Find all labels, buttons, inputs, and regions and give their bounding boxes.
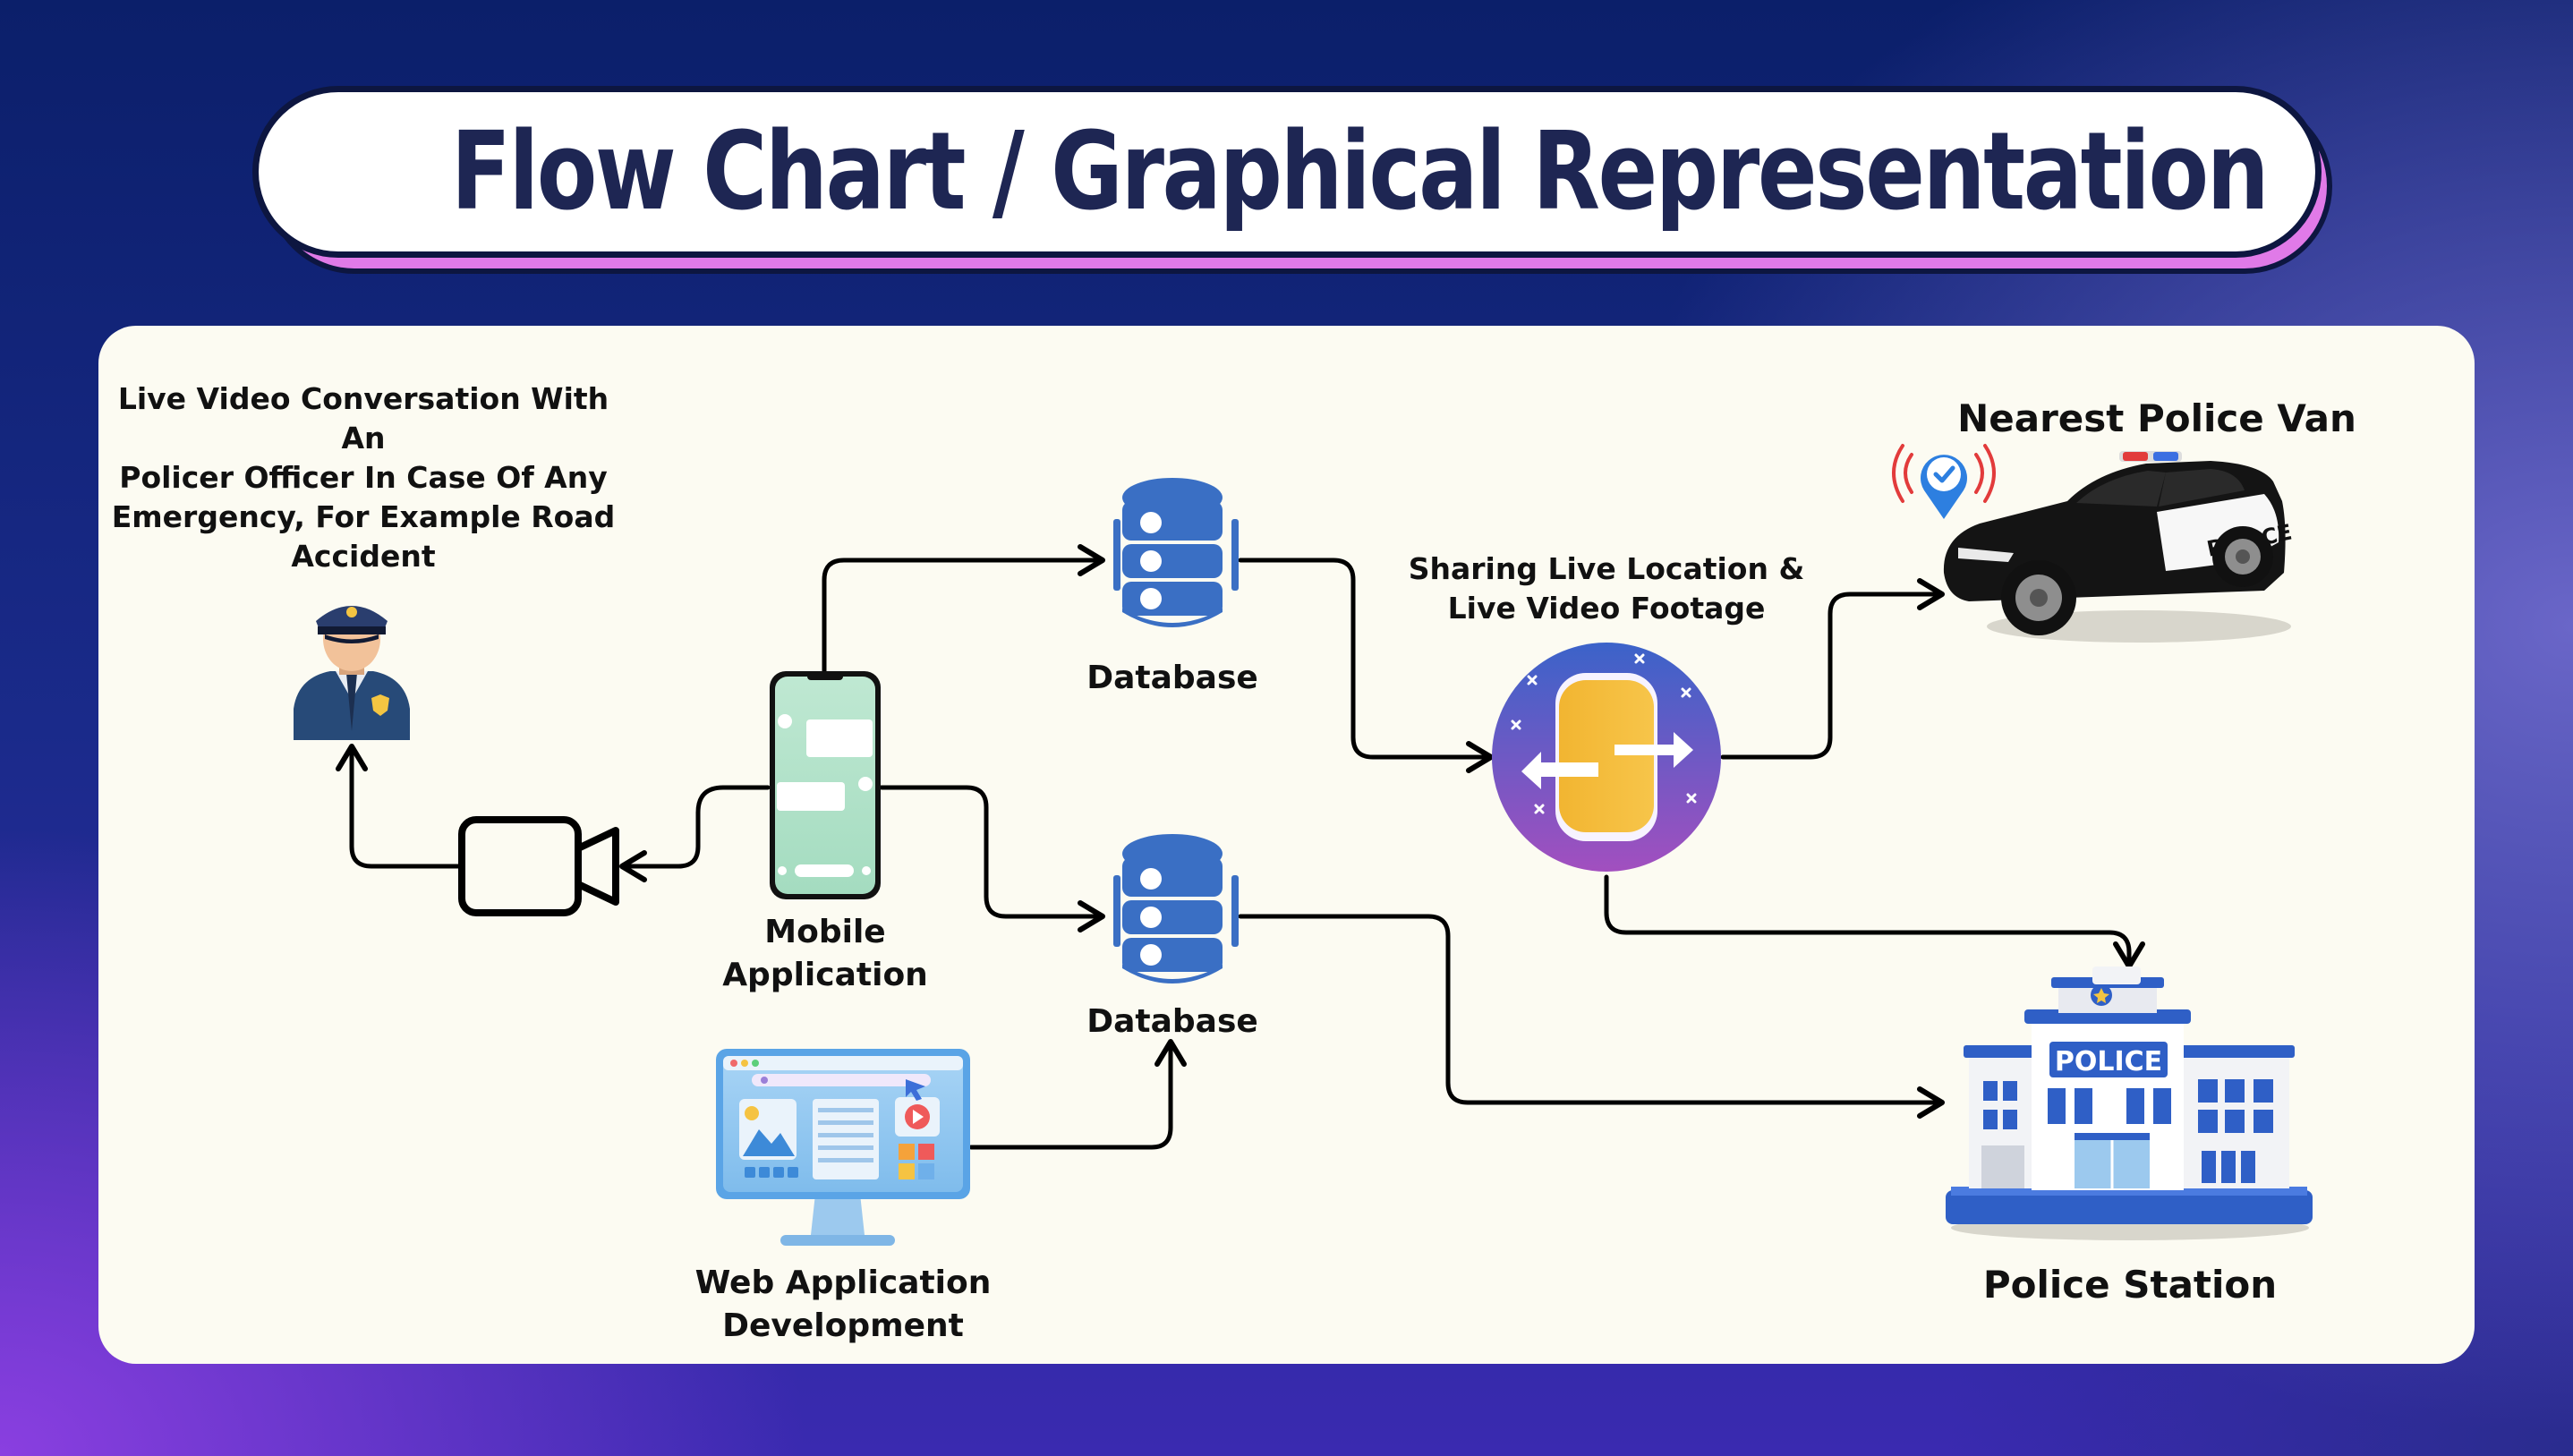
police-station-label: Police Station [1982, 1263, 2278, 1307]
arrow-phone-to-database-top [822, 544, 1105, 676]
database-icon [1113, 834, 1239, 983]
station-police-text: POLICE [2055, 1046, 2162, 1077]
police-van-label: Nearest Police Van [1957, 396, 2356, 440]
database-bottom-label: Database [1086, 1003, 1258, 1040]
police-car-icon: POLICE [1943, 451, 2294, 643]
arrow-database-top-to-sharing [1238, 558, 1494, 773]
title-banner: Flow Chart / Graphical Representation [252, 86, 2322, 258]
web-application-label: Web Application Development [694, 1264, 992, 1344]
sharing-label: Sharing Live Location & Live Video Foota… [1408, 551, 1805, 626]
page-title: Flow Chart / Graphical Representation [450, 109, 2269, 234]
mobile-application-label: Mobile Application [722, 914, 928, 993]
database-icon [1113, 478, 1239, 627]
arrow-sharing-to-station [1604, 874, 2145, 969]
officer-label: Live Video Conversation With An Policer … [111, 381, 616, 574]
arrow-phone-to-camera [619, 785, 771, 882]
arrow-camera-to-officer [336, 744, 461, 869]
location-pin-icon [1892, 444, 1996, 519]
video-camera-icon [458, 816, 619, 916]
arrow-sharing-to-van [1720, 578, 1945, 760]
arrow-web-to-database [968, 1039, 1187, 1150]
database-top-label: Database [1086, 660, 1258, 696]
arrow-database-bottom-to-station [1238, 914, 1945, 1119]
data-transfer-icon [1492, 643, 1721, 872]
web-monitor-icon [716, 1049, 970, 1246]
connectors [336, 544, 2145, 1150]
smartphone-icon [770, 671, 881, 899]
police-officer-icon [294, 606, 410, 740]
arrow-phone-to-database-bottom [879, 785, 1105, 932]
police-station-icon: POLICE [1946, 966, 2313, 1240]
